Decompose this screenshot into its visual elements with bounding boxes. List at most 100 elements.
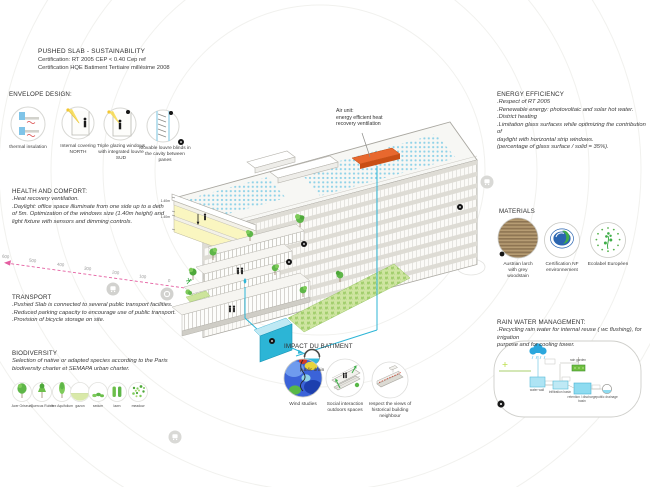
bus-stop-icon bbox=[106, 282, 120, 296]
water-wall-box bbox=[529, 376, 546, 388]
certification-line: Certification: RT 2005 CEP < 0.40 Cep re… bbox=[38, 57, 146, 63]
rain-garden-slope bbox=[287, 263, 411, 333]
wind-study-icon bbox=[283, 358, 323, 398]
distance-label: 600 bbox=[1, 253, 10, 260]
biodiversity-icons bbox=[12, 382, 148, 402]
terraces bbox=[171, 223, 311, 337]
certification-line: Certification HQE Batiment Tertiaire mil… bbox=[38, 65, 170, 71]
water-tank bbox=[253, 317, 293, 363]
impact-caption: Social interaction outdoors spaces bbox=[326, 402, 364, 413]
gazon-icon bbox=[70, 382, 90, 402]
tree-species-icon bbox=[32, 382, 52, 402]
louvre-blinds-icon bbox=[146, 109, 180, 143]
thermal-insulation-icon bbox=[10, 106, 46, 142]
connector-label-box bbox=[544, 380, 554, 386]
rainwater-diagram bbox=[493, 340, 642, 418]
lawn-hedge-icon bbox=[107, 382, 127, 402]
impact-caption: respect the views of historical building… bbox=[368, 402, 412, 419]
internal-covering-icon bbox=[61, 106, 95, 140]
health-heading: HEALTH AND COMFORT: bbox=[12, 188, 88, 195]
transport-body: .Pushed Slab is connected to several pub… bbox=[12, 302, 177, 324]
species-label: sedum bbox=[92, 404, 104, 408]
people-silhouettes bbox=[203, 213, 244, 313]
infiltration-basin-box bbox=[552, 380, 569, 390]
rainwater-body: .Recycling rain water for internal reuse… bbox=[497, 327, 642, 349]
rainwater-heading: RAIN WATER MANAGEMENT: bbox=[497, 319, 586, 326]
infiltration-label: infiltration basin bbox=[548, 390, 572, 394]
photovoltaic-panels bbox=[300, 134, 456, 196]
air-unit bbox=[351, 147, 401, 169]
floor-height-ticks bbox=[171, 196, 176, 231]
health-body: .Heat recovery ventilation. .Daylight: o… bbox=[12, 196, 165, 225]
retention-label: retention / discharge basin bbox=[567, 395, 597, 403]
envelope-caption: thermal insulation bbox=[9, 145, 47, 150]
species-label: gazon bbox=[75, 404, 85, 408]
eu-ecolabel-icon bbox=[590, 222, 626, 258]
connector-label-box bbox=[561, 376, 571, 382]
water-drop-icon bbox=[243, 278, 247, 284]
impact-caption: Wind studies bbox=[289, 402, 317, 407]
young-tree-icon bbox=[502, 362, 508, 367]
floor-height-label: 1.40m bbox=[160, 215, 170, 219]
transport-heading: TRANSPORT bbox=[12, 294, 52, 301]
roof-plant-boxes bbox=[246, 150, 339, 184]
larch-wood-icon bbox=[497, 217, 539, 259]
species-label: meadow bbox=[131, 404, 145, 408]
species-label: lawn bbox=[113, 404, 121, 408]
planted-bed bbox=[185, 290, 211, 303]
building-axonometric bbox=[171, 121, 478, 365]
material-caption: Certification NF environnement bbox=[545, 262, 579, 273]
transport-distance-line bbox=[4, 260, 193, 290]
distance-label: 200 bbox=[111, 269, 120, 276]
destination-marker-icon bbox=[185, 277, 193, 285]
rain-garden-label: rain garden bbox=[569, 358, 587, 362]
impact-heading: IMPACT DU BATIMENT bbox=[284, 343, 353, 350]
social-spaces-icon bbox=[325, 358, 365, 398]
envelope-caption: Triple glazing windows with integrated l… bbox=[96, 144, 146, 161]
air-unit-leader-line bbox=[361, 132, 371, 158]
public-drain-label: public drain bbox=[299, 368, 325, 373]
material-caption: Austrian larch with grey woodstain bbox=[503, 262, 533, 279]
material-caption: Ecolabel Européen bbox=[587, 262, 629, 267]
tree-species-icon bbox=[52, 382, 72, 402]
triple-glazing-icon bbox=[103, 107, 137, 141]
rain-cloud-icon bbox=[529, 343, 547, 355]
floor-height-label: 1.40m bbox=[160, 199, 170, 203]
connector-label-box bbox=[544, 358, 556, 365]
bus-stop-icon bbox=[168, 430, 182, 444]
historic-views-icon bbox=[371, 361, 409, 399]
reference-markers bbox=[178, 139, 463, 344]
distance-label: 400 bbox=[56, 261, 65, 268]
metro-stop-icon bbox=[160, 287, 174, 301]
distance-label: 300 bbox=[83, 265, 92, 272]
envelope-design-icons bbox=[10, 106, 180, 143]
air-unit-annotation: Air unit: energy efficient heat recovery… bbox=[336, 108, 383, 128]
energy-heading: ENERGY EFFICIENCY bbox=[497, 91, 565, 98]
envelope-caption: Movable louvre blinds in the cavity betw… bbox=[139, 146, 191, 163]
poster-title: PUSHED SLAB - SUSTAINABILITY bbox=[38, 48, 146, 55]
materials-heading: MATERIALS bbox=[499, 208, 535, 215]
tree-species-icon bbox=[12, 382, 32, 402]
materials-icons bbox=[497, 217, 626, 259]
envelope-heading: ENVELOPE DESIGN: bbox=[9, 91, 72, 98]
biodiversity-body: Selection of native or adapted species a… bbox=[12, 358, 168, 372]
nf-certification-icon bbox=[544, 222, 580, 258]
biodiversity-heading: BIODIVERSITY bbox=[12, 350, 58, 357]
distance-label: 500 bbox=[28, 257, 37, 264]
sedum-icon bbox=[88, 382, 108, 402]
terrace-trees bbox=[185, 214, 344, 297]
impact-icons bbox=[283, 358, 409, 399]
rain-streaks bbox=[531, 355, 546, 360]
energy-body: .Respect of RT 2005 .Renewable energy: p… bbox=[497, 99, 646, 151]
public-drainage-label: public drainage bbox=[596, 395, 618, 399]
species-label: Acer Griseum bbox=[11, 404, 33, 408]
envelope-caption: Internal covering NORTH bbox=[60, 144, 96, 155]
meadow-icon bbox=[128, 382, 148, 402]
water-wall-label: water wall bbox=[529, 388, 545, 392]
species-label: Quercus Rubra bbox=[30, 404, 54, 408]
connector-label-box bbox=[591, 384, 601, 390]
species-label: Ilex Aquifolium bbox=[51, 404, 73, 408]
retention-basin-box bbox=[573, 382, 592, 395]
